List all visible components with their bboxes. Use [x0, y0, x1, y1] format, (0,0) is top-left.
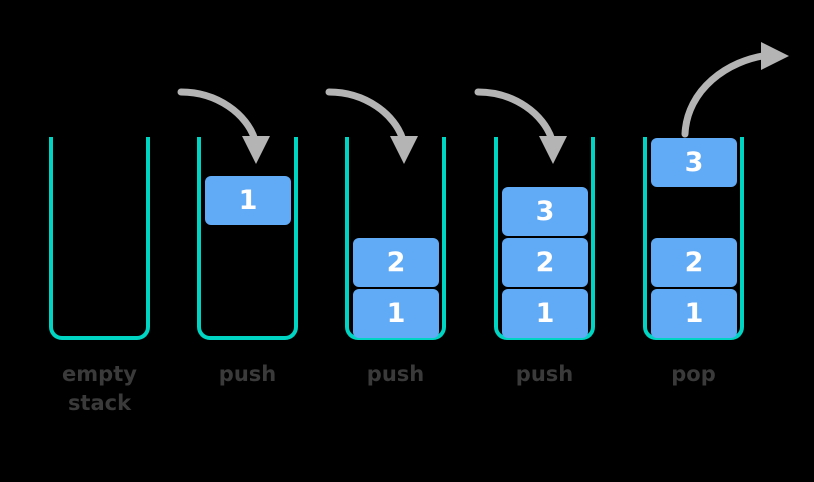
stack-block: 2	[502, 238, 588, 287]
stack-column-push-2: 2 1 push	[325, 0, 493, 482]
stack-block-popped: 3	[651, 138, 737, 187]
stack-block: 3	[502, 187, 588, 236]
stack-block: 1	[651, 289, 737, 338]
column-caption: push	[218, 362, 277, 386]
column-caption: push	[515, 362, 574, 386]
stack-container	[643, 137, 744, 340]
stack-container	[197, 137, 298, 340]
stack-column-push-3: 3 2 1 push	[474, 0, 642, 482]
stack-column-pop: 3 2 1 pop	[643, 0, 791, 482]
column-caption: push	[366, 362, 425, 386]
stack-column-empty-stack: empty stack	[49, 0, 197, 482]
stack-block: 1	[353, 289, 439, 338]
stack-block: 1	[205, 176, 291, 225]
stack-column-push-1: 1 push	[177, 0, 345, 482]
stack-container	[494, 137, 595, 340]
stack-container	[345, 137, 446, 340]
pop-arrow-icon	[681, 42, 789, 138]
column-caption: pop	[671, 362, 716, 386]
stack-block: 2	[353, 238, 439, 287]
column-caption: empty stack	[62, 362, 137, 415]
stack-container	[49, 137, 150, 340]
stack-block: 2	[651, 238, 737, 287]
stack-block: 1	[502, 289, 588, 338]
